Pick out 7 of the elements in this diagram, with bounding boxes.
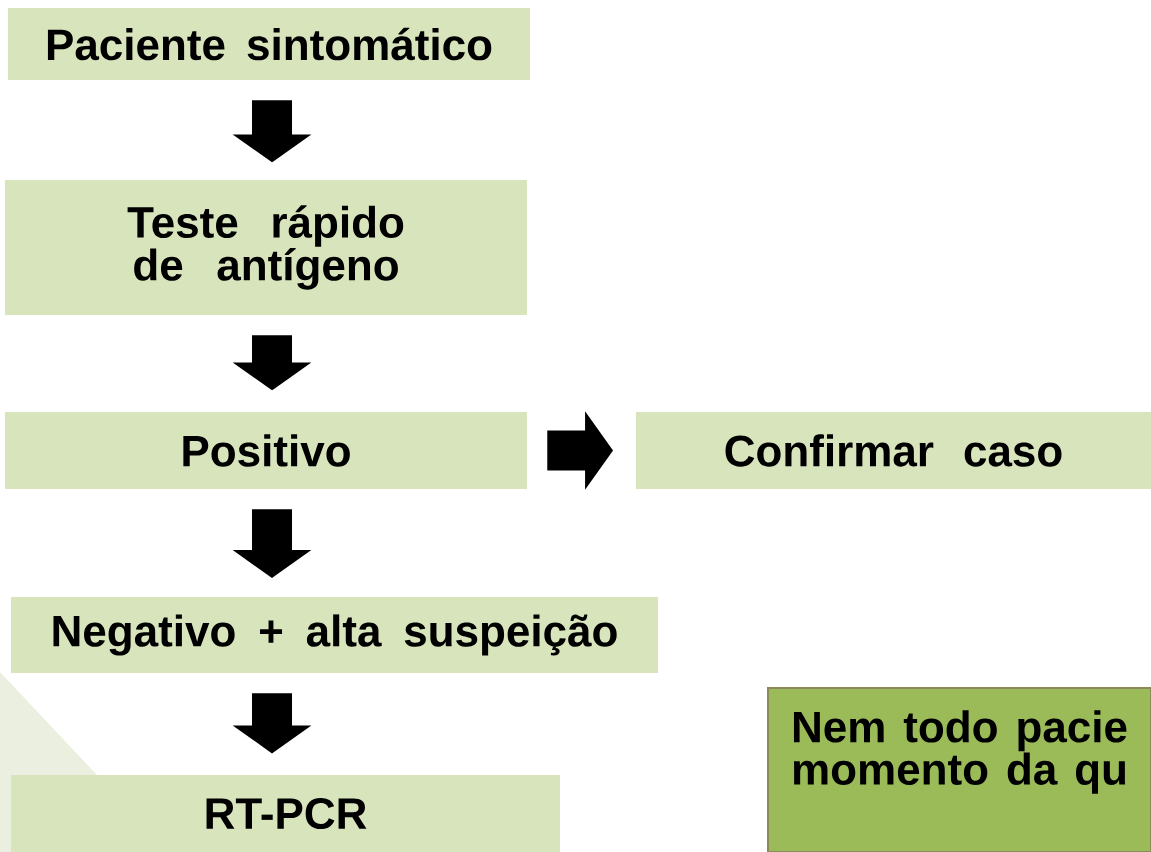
process-box: Paciente sintomático [8, 8, 530, 80]
process-box: Teste rápido de antígeno [5, 180, 527, 315]
process-box: Confirmar caso [636, 412, 1151, 489]
note-text: Nem todo pacie momento da qu [793, 710, 1127, 794]
process-box: Positivo [5, 412, 527, 489]
process-box: Negativo + alta suspeição [11, 597, 658, 673]
process-box: RT-PCR [11, 775, 560, 852]
